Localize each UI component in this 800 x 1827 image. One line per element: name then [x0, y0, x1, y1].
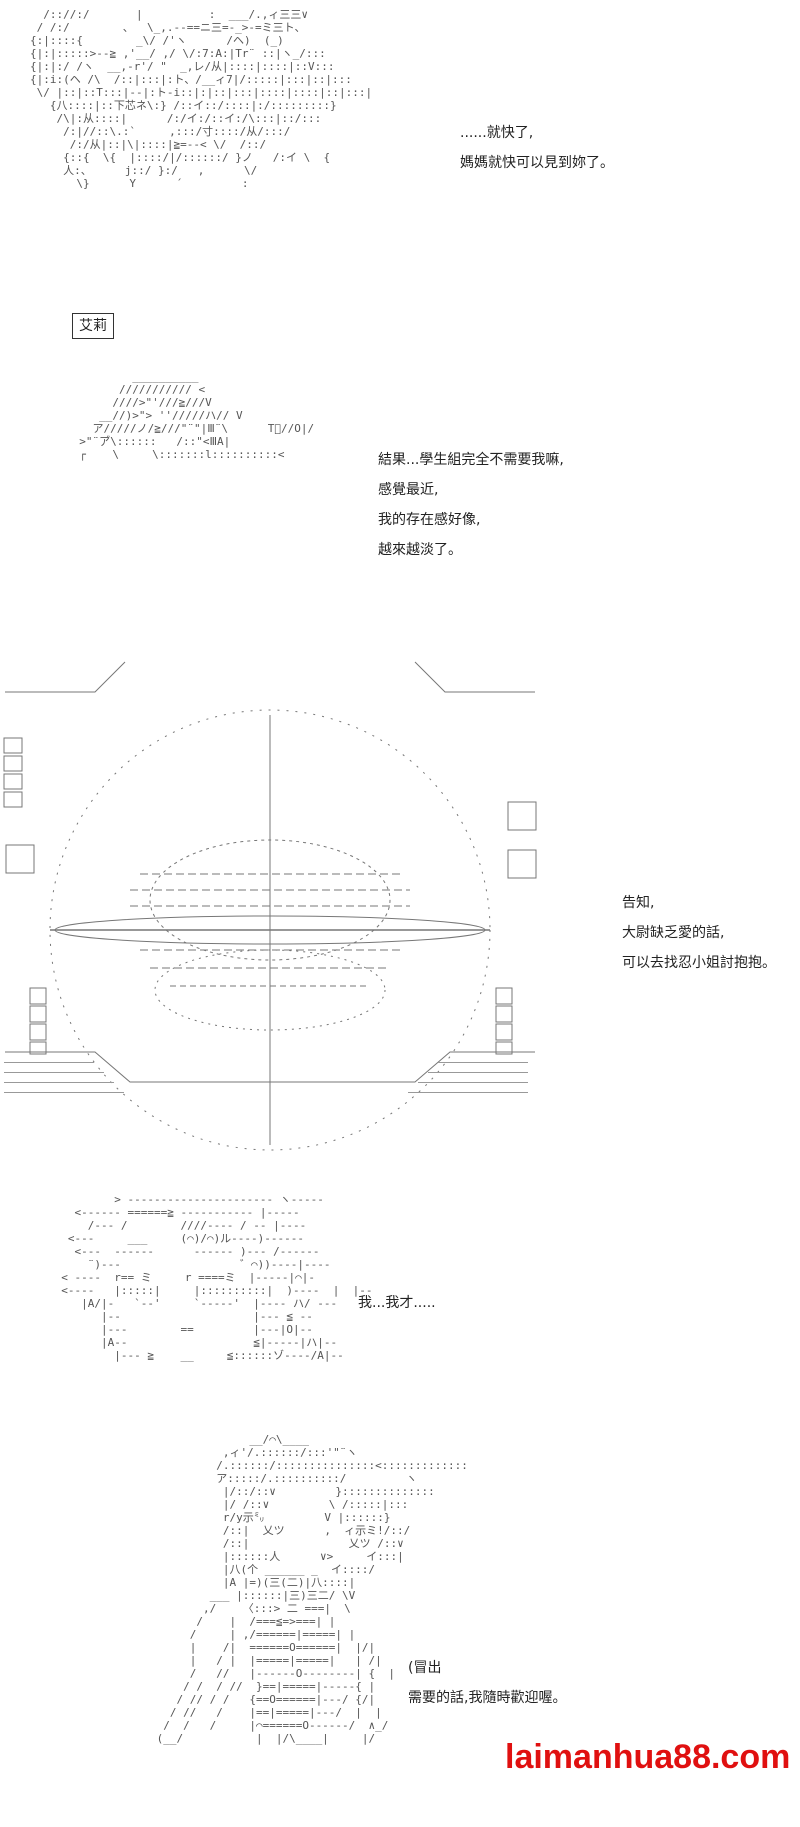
dialog-line: 結果...學生組完全不需要我嘛, [378, 452, 564, 468]
panel-2: __________ /////////// < ////>"'///≧///V… [0, 360, 800, 640]
dialog-3: 告知, 大尉缺乏愛的話, 可以去找忍小姐討抱抱。 [622, 888, 776, 978]
panel-1: /:://:/ | : ___/.,ィ三三∨ / /:/ 、 \_,.--==ニ… [0, 0, 800, 339]
dialog-5: (冒出 需要的話,我隨時歡迎喔。 [408, 1653, 566, 1713]
dialog-line: 大尉缺乏愛的話, [622, 925, 725, 941]
panel-3: 告知, 大尉缺乏愛的話, 可以去找忍小姐討抱抱。 [0, 650, 800, 1170]
dialog-line: 可以去找忍小姐討抱抱。 [622, 955, 776, 971]
dialog-line: 媽媽就快可以見到妳了。 [460, 155, 614, 171]
ascii-art-shinobu: __/⌒\____ ,ィ'/.::::::/:::'"¨ヽ /.::::::/:… [156, 1433, 468, 1745]
dialog-1: ......就快了, 媽媽就快可以見到妳了。 [460, 118, 614, 178]
dialog-line: 我的存在感好像, [378, 512, 481, 528]
panel-4: > ---------------------- ヽ----- <------ … [0, 1185, 800, 1415]
ai-core-drawing [3, 661, 537, 1151]
dialog-line: 需要的話,我隨時歡迎喔。 [408, 1690, 567, 1706]
dialog-line: 越來越淡了。 [378, 542, 462, 558]
dialog-4: 我...我才..... [358, 1288, 436, 1318]
dialog-line: 告知, [622, 895, 655, 911]
name-tag: 艾莉 [72, 313, 114, 339]
dialog-line: ......就快了, [460, 125, 534, 141]
dialog-line: (冒出 [408, 1660, 442, 1676]
ascii-art-face: > ---------------------- ヽ----- <------ … [61, 1193, 373, 1362]
panel-5: __/⌒\____ ,ィ'/.::::::/:::'"¨ヽ /.::::::/:… [0, 1425, 800, 1827]
dialog-2: 結果...學生組完全不需要我嘛, 感覺最近, 我的存在感好像, 越來越淡了。 [378, 445, 564, 565]
dialog-line: 我...我才..... [358, 1295, 436, 1311]
site-watermark: laimanhua88.com [505, 1738, 791, 1776]
ascii-art-mother: /:://:/ | : ___/.,ィ三三∨ / /:/ 、 \_,.--==ニ… [30, 8, 373, 190]
ascii-art-eri: __________ /////////// < ////>"'///≧///V… [79, 370, 315, 461]
dialog-line: 感覺最近, [378, 482, 439, 498]
